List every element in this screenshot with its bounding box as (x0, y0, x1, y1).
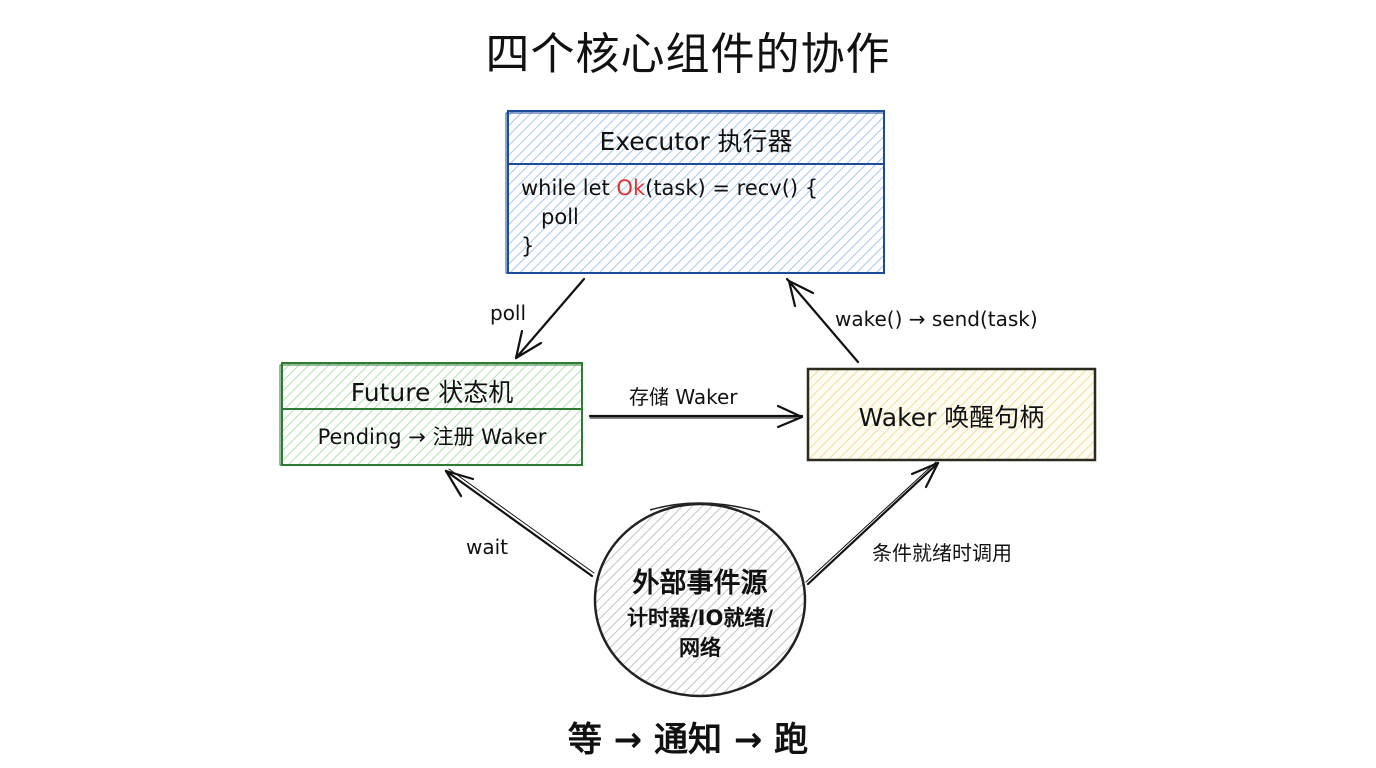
future-node (279, 362, 583, 466)
executor-header: Executor 执行器 (599, 127, 793, 156)
executor-node (505, 110, 885, 274)
future-body: Pending → 注册 Waker (317, 425, 547, 449)
arrow-wait (444, 468, 595, 578)
diagram-footer: 等 → 通知 → 跑 (567, 720, 809, 760)
edge-label-poll: poll (490, 301, 527, 325)
code-line3: } (521, 234, 535, 258)
source-detail-line2: 网络 (679, 636, 721, 660)
edge-label-wait: wait (466, 535, 509, 559)
source-node (593, 502, 807, 698)
executor-code: while let Ok(task) = recv() { poll } (521, 174, 818, 261)
diagram-title: 四个核心组件的协作 (485, 29, 891, 80)
waker-label: Waker 唤醒句柄 (858, 403, 1045, 432)
arrow-call-ready (805, 461, 940, 586)
arrow-poll (514, 277, 586, 360)
edge-label-store-waker: 存储 Waker (629, 385, 738, 409)
source-title: 外部事件源 (632, 568, 768, 599)
waker-node (806, 367, 1097, 462)
code-line1-post: (task) = recv() { (645, 176, 819, 200)
code-keyword-ok: Ok (616, 176, 646, 200)
arrow-store-waker (588, 404, 804, 429)
code-line2: poll (521, 205, 579, 229)
source-detail-line1: 计时器/IO就绪/ (626, 606, 773, 630)
code-line1-pre: while let (521, 176, 617, 200)
edge-label-call-ready: 条件就绪时调用 (872, 541, 1012, 565)
edge-label-wake: wake() → send(task) (835, 307, 1038, 331)
arrow-wake (785, 277, 860, 364)
future-header: Future 状态机 (350, 378, 514, 407)
